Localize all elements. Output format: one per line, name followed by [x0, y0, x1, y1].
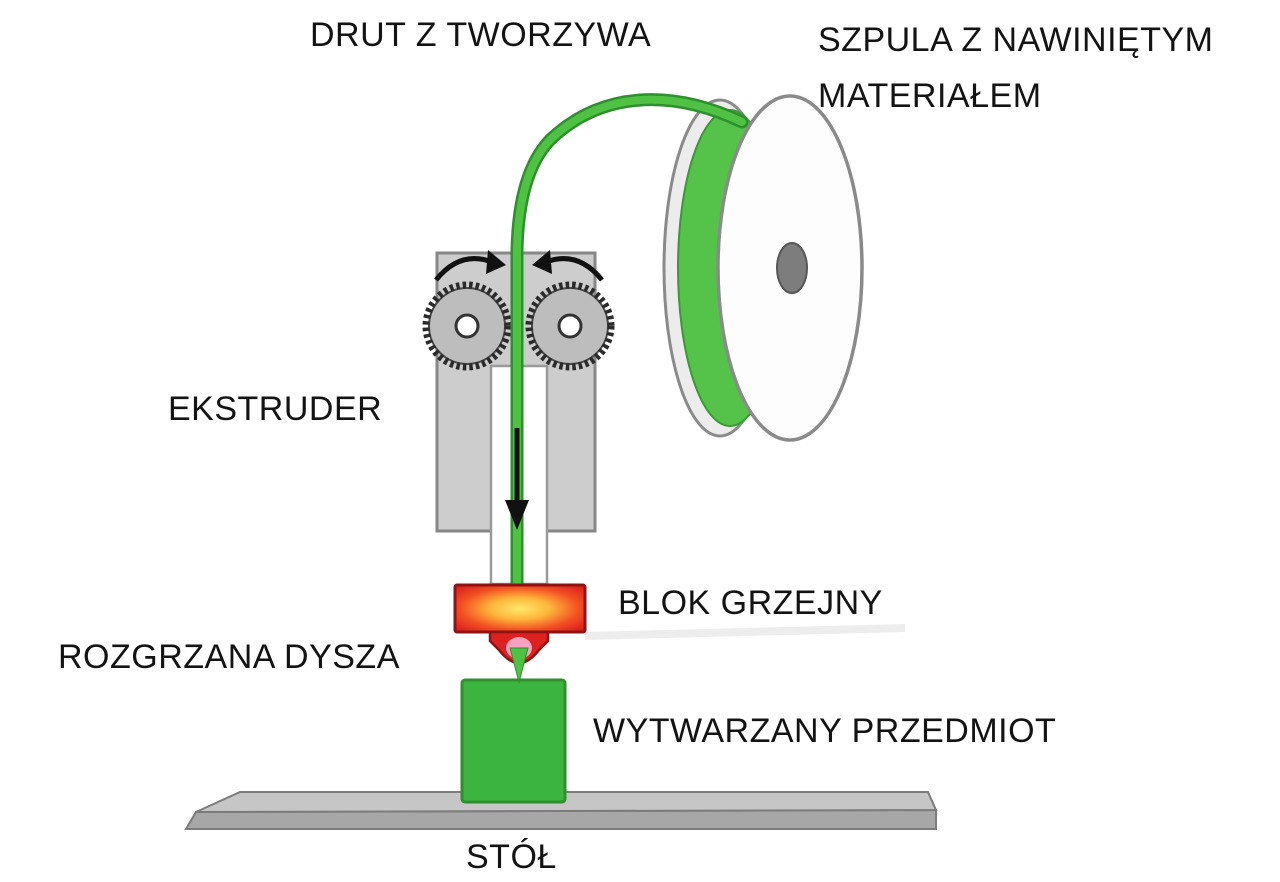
- spool-hub: [776, 242, 808, 294]
- print-bed: [184, 791, 938, 830]
- label-heating-block: BLOK GRZEJNY: [618, 584, 883, 622]
- print-bed-front-edge: [184, 808, 937, 830]
- filament-spool: [662, 94, 864, 442]
- filament-strand: [510, 93, 749, 655]
- shadow-line: [584, 624, 906, 640]
- roller-rotation-arrow-right: [532, 250, 604, 282]
- heating-block: [453, 583, 587, 634]
- filament-strand-core: [513, 95, 746, 652]
- label-spool: SZPULA Z NAWINIĘTYM MATERIAŁEM: [818, 12, 1214, 124]
- molten-filament-tip: [509, 647, 529, 684]
- roller-axle-left: [454, 313, 480, 339]
- label-nozzle: ROZGRZANA DYSZA: [58, 638, 400, 676]
- roller-axle-right: [557, 313, 583, 339]
- label-object: WYTWARZANY PRZEDMIOT: [593, 712, 1057, 750]
- feed-arrow: [505, 428, 529, 530]
- printed-object: [460, 678, 567, 804]
- label-table: STÓŁ: [466, 838, 557, 876]
- label-filament: DRUT Z TWORZYWA: [310, 16, 652, 54]
- print-bed-top: [195, 791, 938, 813]
- roller-rotation-arrow-left: [434, 250, 506, 282]
- label-spool-line2: MATERIAŁEM: [818, 77, 1042, 115]
- label-spool-line1: SZPULA Z NAWINIĘTYM: [818, 21, 1214, 59]
- drive-roller-left: [422, 281, 512, 371]
- drive-roller-right: [525, 281, 615, 371]
- label-extruder: EKSTRUDER: [168, 390, 383, 428]
